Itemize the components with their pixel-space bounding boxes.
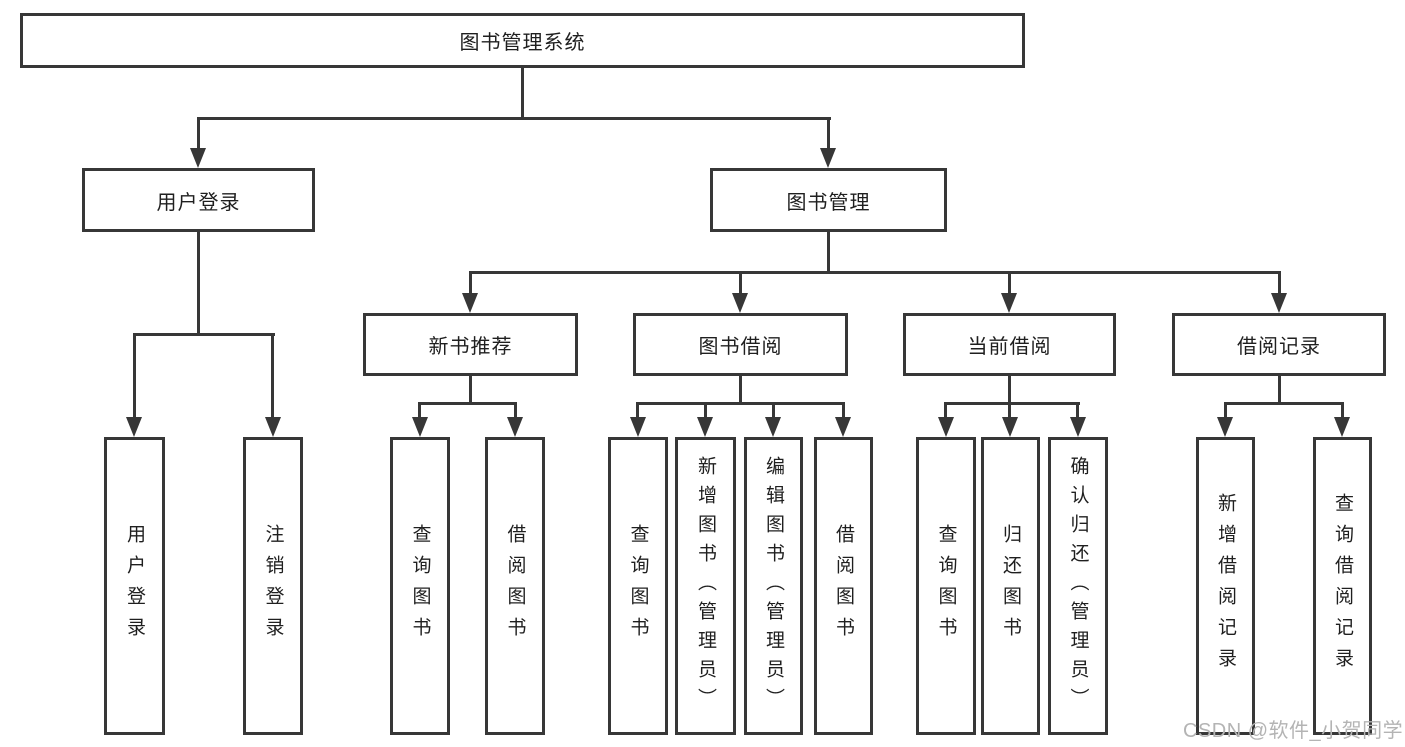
connector-line: [1008, 271, 1011, 293]
connector-line: [469, 376, 472, 404]
leaf-logout: 注销登录: [243, 437, 303, 735]
connector-line: [514, 402, 517, 417]
connector-line: [271, 333, 274, 417]
connector-line: [1008, 402, 1011, 417]
leaf-label: 编辑图书（管理员）: [763, 455, 784, 717]
node-label: 图书管理: [786, 191, 871, 214]
leaf-borrow-books-recommend: 借阅图书: [485, 437, 545, 735]
connector-line: [1008, 376, 1011, 404]
arrow-down-icon: [835, 417, 851, 437]
connector-line: [827, 117, 830, 148]
leaf-query-books-recommend: 查询图书: [390, 437, 450, 735]
connector-line: [944, 402, 1080, 405]
leaf-label: 注销登录: [262, 524, 284, 648]
arrow-down-icon: [412, 417, 428, 437]
csdn-watermark: CSDN @软件_小贺同学: [1183, 720, 1404, 742]
arrow-down-icon: [765, 417, 781, 437]
connector-line: [418, 402, 517, 405]
leaf-label: 归还图书: [1000, 524, 1021, 648]
connector-line: [636, 402, 845, 405]
node-borrowing-records: 借阅记录: [1172, 313, 1386, 376]
leaf-label: 借阅图书: [833, 524, 854, 648]
node-label: 图书管理系统: [459, 32, 586, 54]
arrow-down-icon: [820, 148, 836, 168]
connector-line: [197, 117, 200, 148]
arrow-down-icon: [1217, 417, 1233, 437]
arrow-down-icon: [507, 417, 523, 437]
connector-line: [1278, 271, 1281, 293]
connector-line: [197, 117, 831, 120]
node-label: 图书借阅: [698, 336, 783, 358]
leaf-label: 查询图书: [935, 524, 957, 648]
leaf-label: 查询借阅记录: [1332, 493, 1353, 679]
connector-line: [772, 402, 775, 417]
arrow-down-icon: [462, 293, 478, 313]
connector-line: [521, 68, 524, 118]
connector-line: [704, 402, 707, 417]
leaf-user-login: 用户登录: [104, 437, 165, 735]
arrow-down-icon: [732, 293, 748, 313]
connector-line: [1224, 402, 1227, 417]
node-book-borrowing: 图书借阅: [633, 313, 848, 376]
leaf-label: 用户登录: [124, 524, 145, 648]
connector-line: [1341, 402, 1344, 417]
node-library-system: 图书管理系统: [20, 13, 1025, 68]
node-book-management: 图书管理: [710, 168, 947, 232]
leaf-label: 确认归还（管理员）: [1067, 455, 1089, 717]
connector-line: [842, 402, 845, 417]
node-label: 借阅记录: [1237, 336, 1321, 358]
connector-line: [133, 333, 136, 417]
arrow-down-icon: [190, 148, 206, 168]
leaf-add-books-admin: 新增图书（管理员）: [675, 437, 736, 735]
connector-line: [469, 271, 472, 293]
connector-line: [133, 333, 275, 336]
arrow-down-icon: [1070, 417, 1086, 437]
node-new-book-recommend: 新书推荐: [363, 313, 578, 376]
leaf-return-books: 归还图书: [981, 437, 1040, 735]
leaf-label: 查询图书: [409, 524, 431, 648]
connector-line: [827, 232, 830, 273]
leaf-query-books-current: 查询图书: [916, 437, 976, 735]
arrow-down-icon: [938, 417, 954, 437]
node-label: 新书推荐: [428, 336, 513, 358]
connector-line: [1076, 402, 1079, 417]
arrow-down-icon: [1271, 293, 1287, 313]
connector-line: [739, 376, 742, 404]
arrow-down-icon: [697, 417, 713, 437]
arrow-down-icon: [1001, 293, 1017, 313]
leaf-borrow-books: 借阅图书: [814, 437, 873, 735]
arrow-down-icon: [126, 417, 142, 437]
node-user-login: 用户登录: [82, 168, 315, 232]
arrow-down-icon: [1002, 417, 1018, 437]
connector-line: [197, 232, 200, 335]
arrow-down-icon: [265, 417, 281, 437]
connector-line: [1278, 376, 1281, 404]
arrow-down-icon: [630, 417, 646, 437]
node-label: 用户登录: [156, 191, 241, 214]
connector-line: [636, 402, 639, 417]
leaf-confirm-return-admin: 确认归还（管理员）: [1048, 437, 1108, 735]
leaf-add-borrow-record: 新增借阅记录: [1196, 437, 1255, 735]
leaf-query-books-borrowing: 查询图书: [608, 437, 668, 735]
connector-line: [1224, 402, 1344, 405]
arrow-down-icon: [1334, 417, 1350, 437]
connector-line: [944, 402, 947, 417]
connector-line: [739, 271, 742, 293]
leaf-label: 新增借阅记录: [1215, 493, 1236, 679]
node-label: 当前借阅: [967, 336, 1052, 358]
connector-line: [418, 402, 421, 417]
leaf-label: 借阅图书: [504, 524, 526, 648]
connector-line: [469, 271, 1281, 274]
leaf-edit-books-admin: 编辑图书（管理员）: [744, 437, 803, 735]
leaf-label: 查询图书: [627, 524, 649, 648]
leaf-label: 新增图书（管理员）: [695, 455, 716, 717]
leaf-query-borrow-record: 查询借阅记录: [1313, 437, 1372, 735]
node-current-borrowing: 当前借阅: [903, 313, 1116, 376]
